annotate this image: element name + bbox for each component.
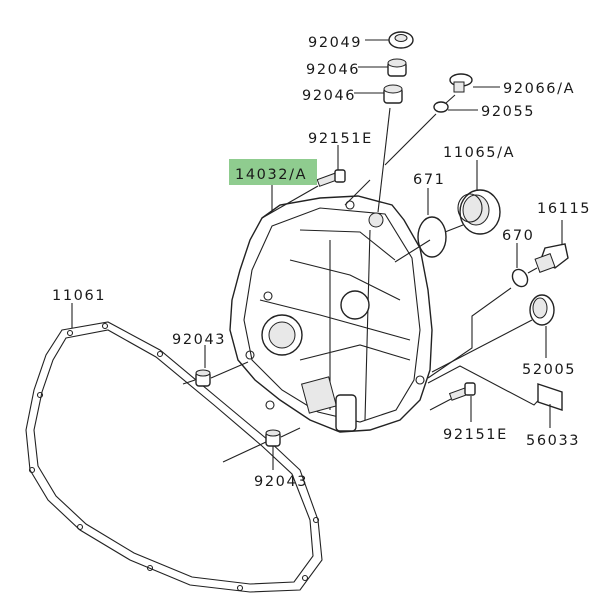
label-671[interactable]: 671 [413,172,445,188]
dowel-pin-92043-upper[interactable] [195,369,211,387]
label-92049[interactable]: 92049 [308,35,362,51]
label-16115[interactable]: 16115 [537,201,591,217]
plug-92066a[interactable] [449,73,473,93]
needle-bearing-92046-lower[interactable] [383,84,403,104]
label-56033[interactable]: 56033 [526,433,580,449]
label-92046-lower[interactable]: 92046 [302,88,356,104]
label-92151e-top[interactable]: 92151E [308,131,373,147]
label-670[interactable]: 670 [502,228,534,244]
label-52005[interactable]: 52005 [522,362,576,378]
label-56033[interactable] [537,383,563,411]
cap-11065a[interactable] [457,189,501,235]
label-11061[interactable]: 11061 [52,288,106,304]
label-92055[interactable]: 92055 [481,104,535,120]
label-92043-upper[interactable]: 92043 [172,332,226,348]
oil-seal-52005[interactable] [529,294,555,326]
oil-seal-92049[interactable] [388,31,414,49]
oil-filler-plug-16115[interactable] [534,243,569,273]
label-92046-upper[interactable]: 92046 [306,62,360,78]
clutch-cover-14032a[interactable] [229,195,433,433]
o-ring-671[interactable] [417,216,447,258]
needle-bearing-92046-upper[interactable] [387,58,407,77]
o-ring-92055[interactable] [433,101,449,113]
label-14032a[interactable]: 14032/A [235,167,307,183]
label-92043-lower[interactable]: 92043 [254,474,308,490]
highlight-14032a [229,159,317,185]
gasket-11061[interactable] [25,321,323,593]
gasket-holes [28,322,320,592]
label-11065a[interactable]: 11065/A [443,145,515,161]
bolt-92151e-top[interactable] [316,169,346,187]
bolt-92151e-bottom[interactable] [448,382,476,401]
o-ring-670[interactable] [509,267,530,290]
label-92151e-bottom[interactable]: 92151E [443,427,508,443]
dowel-pin-92043-lower[interactable] [265,429,281,447]
label-92066a[interactable]: 92066/A [503,81,575,97]
